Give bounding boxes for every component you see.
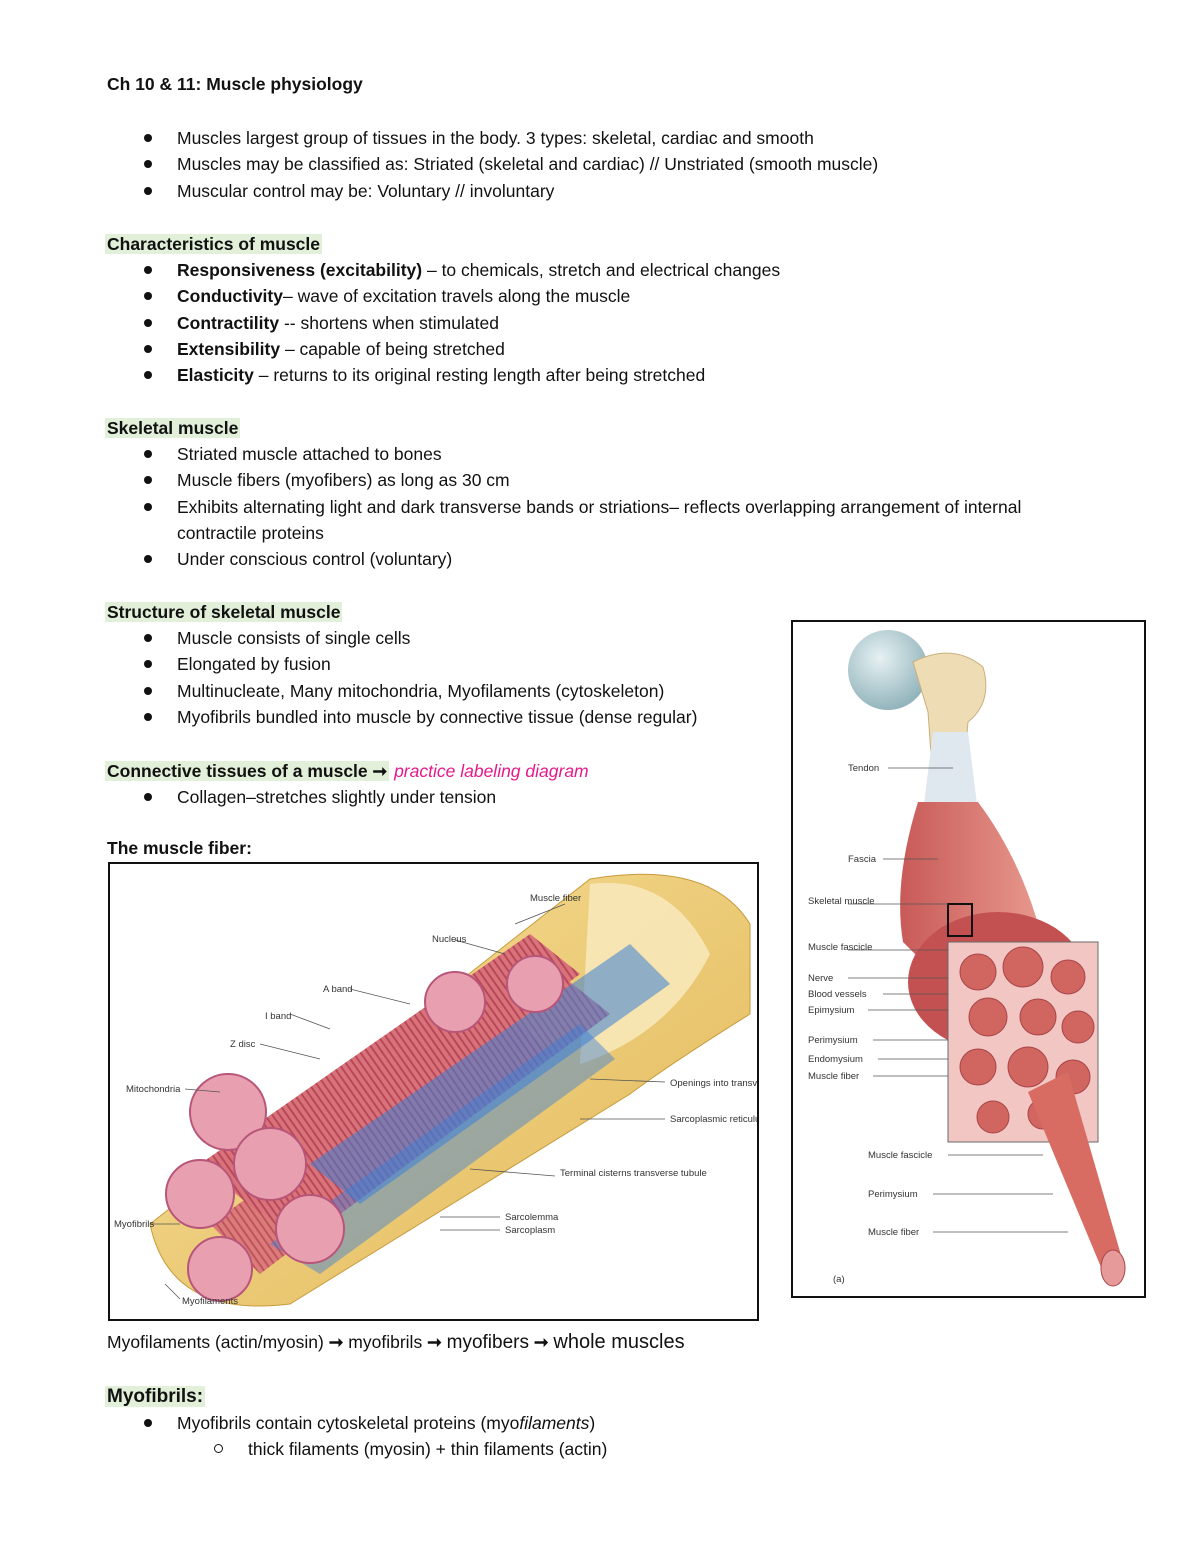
fig-label: Mitochondria [126, 1084, 181, 1095]
list-item: Muscles largest group of tissues in the … [107, 125, 878, 151]
fig-label: I band [265, 1011, 291, 1022]
list-item: Elasticity – returns to its original res… [107, 362, 780, 388]
fig-label: Myofibrils [114, 1219, 154, 1230]
list-item: Myofibrils contain cytoskeletal proteins… [107, 1410, 607, 1436]
myofibrils-section: Myofibrils: Myofibrils contain cytoskele… [105, 1383, 607, 1463]
fig-label: Fascia [848, 854, 877, 865]
muscle-anatomy-figure: Tendon Fascia Skeletal muscle Muscle fas… [791, 620, 1146, 1298]
list-item: Collagen–stretches slightly under tensio… [107, 784, 589, 810]
fig-label: Muscle fiber [808, 1071, 859, 1082]
list-item: Elongated by fusion [107, 651, 697, 677]
fig-label: Epimysium [808, 1005, 855, 1016]
list-item: Muscle fibers (myofibers) as long as 30 … [107, 467, 1077, 493]
section-heading: Myofibrils: [105, 1386, 206, 1407]
fig-label: Nerve [808, 973, 833, 984]
fig-label: Terminal cisterns transverse tubule [560, 1168, 707, 1179]
list-item: Muscle consists of single cells [107, 625, 697, 651]
structure-section: Structure of skeletal muscle Muscle cons… [105, 599, 697, 730]
hierarchy-line: Myofilaments (actin/myosin) ➞ myofibrils… [107, 1331, 685, 1353]
fig-label: Muscle fascicle [808, 942, 872, 953]
list-item: Under conscious control (voluntary) [107, 546, 1077, 572]
list-item: Responsiveness (excitability) – to chemi… [107, 257, 780, 283]
list-item: Exhibits alternating light and dark tran… [107, 494, 1077, 547]
list-item: Contractility -- shortens when stimulate… [107, 310, 780, 336]
sub-list-item: thick filaments (myosin) + thin filament… [107, 1436, 607, 1462]
connective-section: Connective tissues of a muscle ➞ practic… [105, 758, 589, 810]
list-item: Muscular control may be: Voluntary // in… [107, 178, 878, 204]
list-item: Extensibility – capable of being stretch… [107, 336, 780, 362]
section-heading: Structure of skeletal muscle [105, 602, 343, 622]
characteristics-section: Characteristics of muscle Responsiveness… [105, 231, 780, 388]
intro-section: Muscles largest group of tissues in the … [107, 125, 878, 204]
page-title: Ch 10 & 11: Muscle physiology [107, 74, 363, 94]
fig-label: Z disc [230, 1039, 256, 1050]
fig-label: Blood vessels [808, 989, 867, 1000]
fig-label: Perimysium [868, 1189, 918, 1200]
list-item: Striated muscle attached to bones [107, 441, 1077, 467]
fig-label: Perimysium [808, 1035, 858, 1046]
fig-label: Muscle fiber [868, 1227, 919, 1238]
muscle-fiber-figure: Muscle fiber Nucleus A band I band Z dis… [108, 862, 759, 1321]
section-heading: Characteristics of muscle [105, 234, 323, 254]
fig-label: Myofilaments [182, 1296, 238, 1307]
list-item: Multinucleate, Many mitochondria, Myofil… [107, 678, 697, 704]
labeling-note: practice labeling diagram [394, 761, 589, 781]
arrow-icon: ➞ [427, 1332, 442, 1352]
fig-label: Sarcolemma [505, 1212, 559, 1223]
muscle-fiber-heading: The muscle fiber: [107, 838, 252, 858]
fig-label: Endomysium [808, 1054, 863, 1065]
fig-label: Sarcoplasmic reticulum [670, 1114, 757, 1125]
fig-label: A band [323, 984, 353, 995]
skeletal-section: Skeletal muscle Striated muscle attached… [105, 415, 1077, 572]
fig-label: Tendon [848, 763, 879, 774]
muscle-fiber-illustration: Muscle fiber Nucleus A band I band Z dis… [114, 873, 757, 1307]
section-heading: Skeletal muscle [105, 418, 241, 438]
list-item: Conductivity– wave of excitation travels… [107, 283, 780, 309]
muscle-anatomy-illustration: Tendon Fascia Skeletal muscle Muscle fas… [808, 630, 1126, 1287]
arrow-icon: ➞ [533, 1332, 549, 1352]
fig-label: (a) [833, 1274, 845, 1285]
list-item: Myofibrils bundled into muscle by connec… [107, 704, 697, 730]
fig-label: Sarcoplasm [505, 1225, 555, 1236]
list-item: Muscles may be classified as: Striated (… [107, 151, 878, 177]
arrow-icon: ➞ [328, 1332, 344, 1352]
fig-label: Muscle fascicle [868, 1150, 932, 1161]
fig-label: Skeletal muscle [808, 896, 875, 907]
fig-label: Openings into transverse tubules [670, 1078, 757, 1089]
fig-label: Muscle fiber [530, 893, 581, 904]
fig-label: Nucleus [432, 934, 467, 945]
section-heading: Connective tissues of a muscle ➞ [105, 761, 390, 781]
arrow-icon: ➞ [372, 761, 388, 781]
